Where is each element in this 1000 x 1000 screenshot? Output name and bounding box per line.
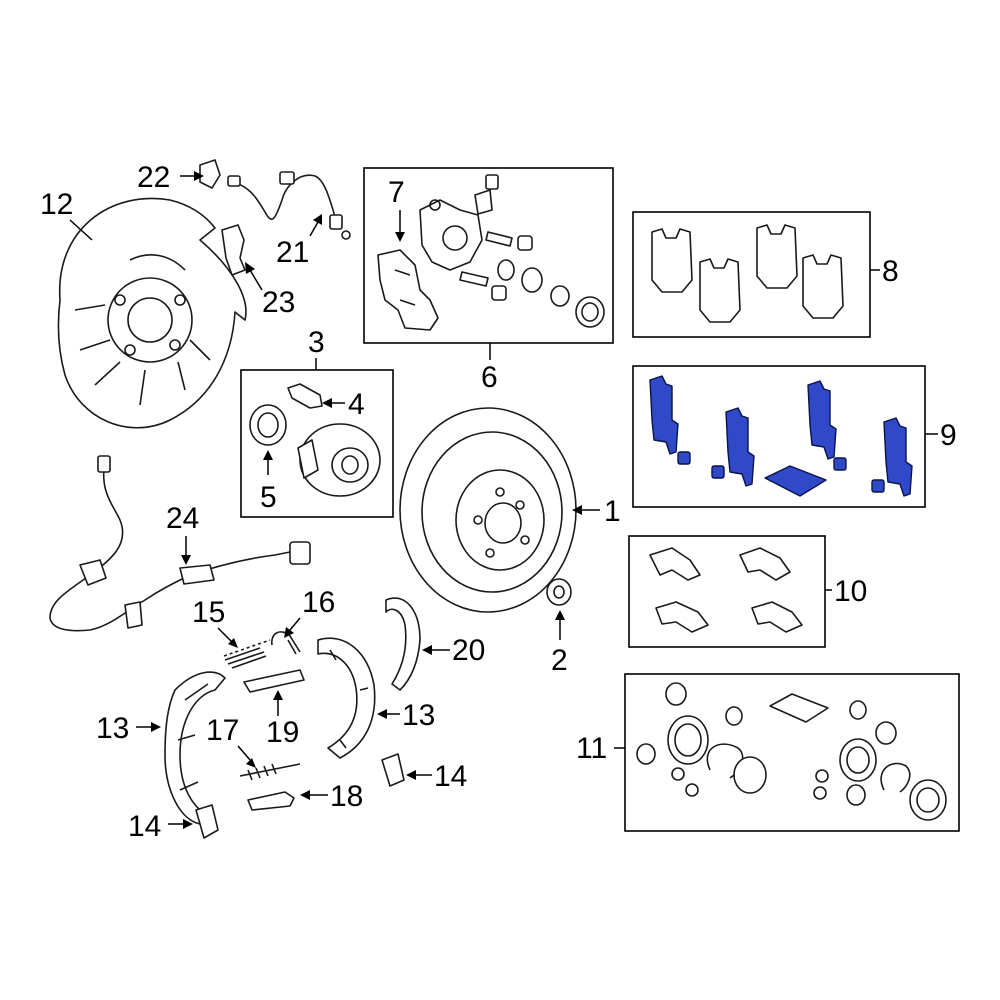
leader-4: 4 xyxy=(322,388,365,421)
leader-17: 17 xyxy=(206,714,256,768)
backing-plate[interactable] xyxy=(57,197,247,429)
leader-22: 22 xyxy=(137,161,204,194)
abs-sensor-wire[interactable] xyxy=(49,455,311,632)
callout-20: 20 xyxy=(452,634,485,667)
caliper-seals[interactable] xyxy=(636,682,947,821)
callout-14-left: 14 xyxy=(128,810,161,843)
callout-24: 24 xyxy=(166,502,199,535)
spring-clip[interactable] xyxy=(271,631,301,655)
callout-7: 7 xyxy=(388,176,405,209)
leader-2: 2 xyxy=(551,610,568,677)
adjuster-screw[interactable] xyxy=(247,791,295,811)
leader-21: 21 xyxy=(276,214,322,269)
callout-12: 12 xyxy=(40,188,73,221)
leader-15: 15 xyxy=(192,596,238,648)
leader-9: 9 xyxy=(925,419,957,452)
leader-1: 1 xyxy=(572,495,621,528)
leader-14-right: 14 xyxy=(406,760,467,793)
hub-assembly-box xyxy=(240,369,394,518)
highlighted-pad-kit-box xyxy=(632,365,926,508)
wheel-bearing[interactable] xyxy=(249,404,287,446)
rotor-screw[interactable] xyxy=(546,578,572,606)
brake-hose[interactable] xyxy=(227,171,351,240)
caliper-kit-box xyxy=(363,167,614,344)
caliper-seal-kit-box xyxy=(624,673,960,832)
leader-7: 7 xyxy=(388,176,405,242)
leader-24: 24 xyxy=(166,502,199,565)
highlighted-brake-pads[interactable] xyxy=(649,375,913,497)
callout-6: 6 xyxy=(481,361,498,394)
callout-5: 5 xyxy=(260,481,277,514)
hose-clip[interactable] xyxy=(199,159,221,189)
callout-21: 21 xyxy=(276,236,309,269)
brake-pad-set-box xyxy=(632,211,871,338)
callout-8: 8 xyxy=(882,255,899,288)
callout-4: 4 xyxy=(348,388,365,421)
leader-18: 18 xyxy=(300,780,363,813)
leader-14-left: 14 xyxy=(128,810,193,843)
leader-23: 23 xyxy=(245,262,295,319)
leader-20: 20 xyxy=(422,634,485,667)
parking-brake-shoe-left[interactable] xyxy=(164,671,226,825)
callout-13-left: 13 xyxy=(96,712,129,745)
callout-9: 9 xyxy=(940,419,957,452)
hub-bolt[interactable] xyxy=(287,383,323,409)
callout-13-right: 13 xyxy=(402,699,435,732)
callout-18: 18 xyxy=(330,780,363,813)
leader-16: 16 xyxy=(284,586,335,638)
shoe-pin-left[interactable] xyxy=(195,804,219,839)
callout-23: 23 xyxy=(262,286,295,319)
parking-brake-shoe-lever[interactable] xyxy=(385,597,421,691)
shoe-pin-right[interactable] xyxy=(381,753,405,787)
leader-3: 3 xyxy=(308,326,325,370)
leader-19: 19 xyxy=(266,690,299,749)
leader-13-right: 13 xyxy=(377,699,435,732)
hold-down-spring[interactable] xyxy=(223,639,271,669)
callout-3: 3 xyxy=(308,326,325,359)
leader-10: 10 xyxy=(825,575,867,608)
leader-8: 8 xyxy=(870,255,899,288)
caliper-bracket[interactable] xyxy=(377,249,439,331)
wheel-hub[interactable] xyxy=(297,423,381,497)
lever-plate[interactable] xyxy=(243,669,305,693)
callout-22: 22 xyxy=(137,161,170,194)
leader-13-left: 13 xyxy=(96,712,161,745)
callout-17: 17 xyxy=(206,714,239,747)
leader-5: 5 xyxy=(260,450,277,514)
caliper-hardware[interactable] xyxy=(459,174,605,328)
pad-clips[interactable] xyxy=(649,547,803,633)
hose-bracket[interactable] xyxy=(221,224,246,276)
caliper-body[interactable] xyxy=(419,199,483,271)
callout-16: 16 xyxy=(302,586,335,619)
parking-brake-shoe-right[interactable] xyxy=(317,637,376,759)
adjuster-spring[interactable] xyxy=(239,763,301,781)
brake-pads[interactable] xyxy=(651,224,844,323)
callout-15: 15 xyxy=(192,596,225,629)
callout-14-right: 14 xyxy=(434,760,467,793)
leader-12: 12 xyxy=(40,188,93,241)
callout-10: 10 xyxy=(834,575,867,608)
callout-19: 19 xyxy=(266,716,299,749)
pad-clip-set-box xyxy=(628,535,826,648)
leader-11: 11 xyxy=(576,732,625,765)
leader-6: 6 xyxy=(481,343,498,394)
callout-2: 2 xyxy=(551,644,568,677)
callout-11: 11 xyxy=(576,732,607,765)
brake-rotor[interactable] xyxy=(399,407,577,613)
callout-1: 1 xyxy=(604,495,621,528)
